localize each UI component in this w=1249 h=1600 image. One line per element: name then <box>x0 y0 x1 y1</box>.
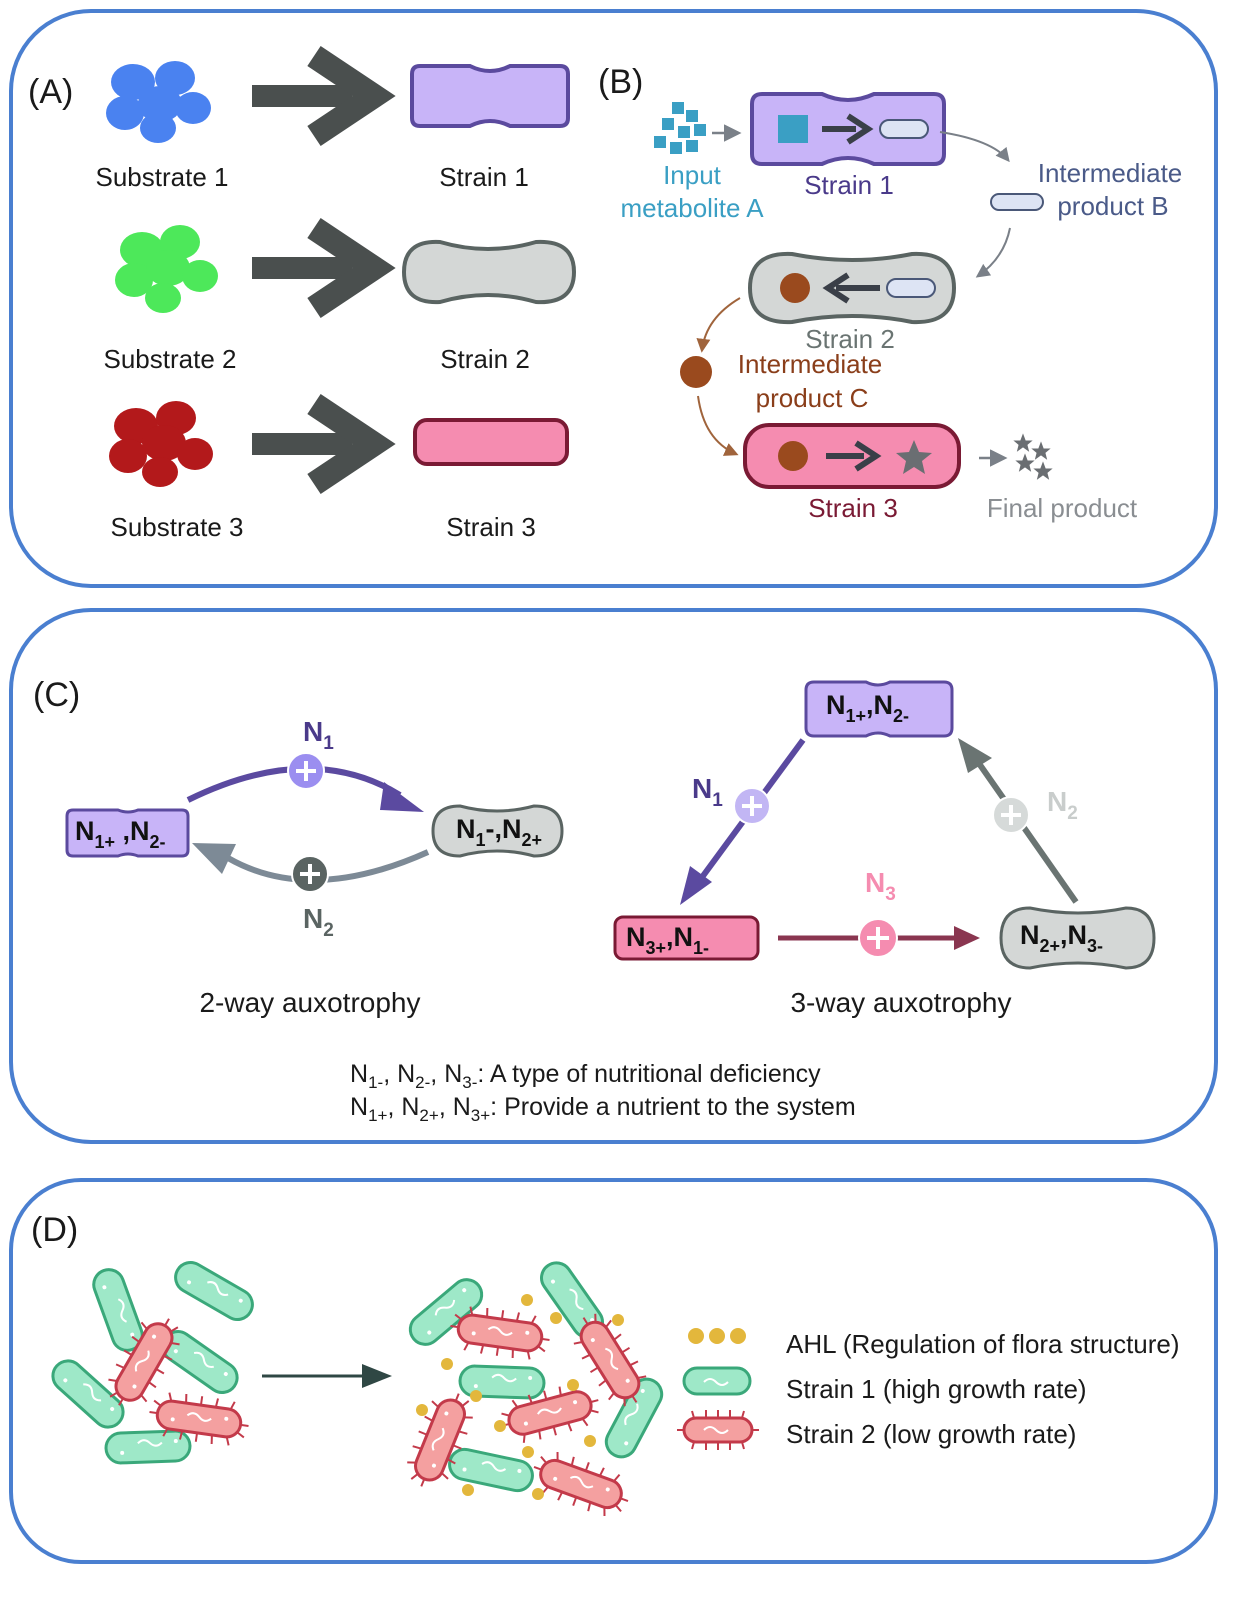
three-way-left-box <box>613 915 760 961</box>
arrow-substrate-1-to-strain-1 <box>252 56 374 136</box>
d-legend-ahl-icon <box>688 1328 746 1344</box>
two-way-n1-label: N1 <box>303 716 334 754</box>
two-way-right-box <box>431 804 564 858</box>
two-way-left-box <box>65 808 190 858</box>
three-way-n2-plus-sign <box>1001 805 1021 825</box>
product-b-label-line2: product B <box>1057 191 1168 221</box>
b-strain-3-product-c-dot <box>778 441 808 471</box>
three-way-n2-arrowhead <box>958 738 992 773</box>
substrate-2-cluster <box>115 225 218 313</box>
d-legend-strain-1-detail <box>703 1378 729 1386</box>
b-strain-2-arrow-head <box>822 272 850 304</box>
right-green-bacterium <box>445 1445 537 1495</box>
three-way-top-box-text: N1+,N2- <box>826 690 909 726</box>
two-way-caption: 2-way auxotrophy <box>199 987 420 1018</box>
three-way-caption: 3-way auxotrophy <box>790 987 1011 1018</box>
two-way-n2-plus-sign <box>300 864 320 884</box>
two-way-n2-arrowhead <box>192 843 236 874</box>
panel-d-frame <box>9 1178 1218 1564</box>
d-legend-strain-2-label: Strain 2 (low growth rate) <box>786 1419 1076 1449</box>
panel-d-label: (D) <box>31 1211 78 1249</box>
strain-3-cell <box>413 418 569 466</box>
arrow-strain-2-to-product-c <box>696 297 741 353</box>
substrate-1-cluster <box>106 61 211 143</box>
three-way-n2-label: N2 <box>1047 786 1078 824</box>
final-product-stars <box>1010 430 1056 483</box>
three-way-left-box-text: N3+,N1- <box>626 922 709 958</box>
strain-1-cell <box>410 64 570 128</box>
d-legend-ahl-label: AHL (Regulation of flora structure) <box>786 1329 1180 1359</box>
two-way-n2-label: N2 <box>303 903 334 941</box>
d-legend-strain-2-icon <box>677 1410 759 1450</box>
input-label-line2: metabolite A <box>620 193 764 223</box>
three-way-top-box <box>804 680 954 738</box>
two-way-n1-plus-sign <box>296 761 316 781</box>
substrate-1-label: Substrate 1 <box>96 162 229 192</box>
arrow-substrate-3-to-strain-3 <box>252 404 374 484</box>
panel-a-label: (A) <box>28 73 73 111</box>
final-product-label: Final product <box>987 493 1138 523</box>
panel-a-b-frame <box>9 9 1218 588</box>
three-way-n3-plus-sign <box>867 927 889 949</box>
b-strain-2-label: Strain 2 <box>805 324 895 354</box>
three-way-n1-arrowhead <box>680 866 712 905</box>
arrow-substrate-2-to-strain-2 <box>252 228 374 308</box>
two-way-left-box-text: N1+ ,N2- <box>75 816 166 852</box>
product-b-label-line1: Intermediate <box>1038 158 1183 188</box>
strain-1-label: Strain 1 <box>439 162 529 192</box>
d-legend-strain-1-label: Strain 1 (high growth rate) <box>786 1374 1087 1404</box>
intermediate-product-b-icon <box>990 193 1044 211</box>
input-metabolite-cubes <box>654 102 706 154</box>
panel-c-label: (C) <box>33 676 80 714</box>
arrow-product-b-to-strain-2 <box>975 227 1011 278</box>
b-strain-2-product-b <box>886 278 936 298</box>
panel-b-label: (B) <box>598 63 643 101</box>
initial-population <box>45 1255 260 1465</box>
b-strain-1-label: Strain 1 <box>804 170 894 200</box>
b-strain-3-label: Strain 3 <box>808 493 898 523</box>
substrate-2-label: Substrate 2 <box>104 344 237 374</box>
product-c-label-line2: product C <box>756 383 869 413</box>
three-way-n3-label: N3 <box>865 867 896 905</box>
left-green-bacterium <box>168 1255 260 1327</box>
panel-c-frame <box>9 608 1218 1144</box>
strain-3-label: Strain 3 <box>446 512 536 542</box>
intermediate-product-c-icon <box>680 356 712 388</box>
three-way-n3-arrowhead <box>954 926 980 950</box>
strain-2-cell <box>401 239 577 305</box>
three-way-right-box <box>999 906 1156 970</box>
c-legend-line-1: N1-, N2-, N3-: A type of nutritional def… <box>350 1060 821 1092</box>
b-strain-1-substrate-square <box>778 115 808 143</box>
three-way-right-box-text: N2+,N3- <box>1020 920 1103 956</box>
c-legend-line-2: N1+, N2+, N3+: Provide a nutrient to the… <box>350 1093 856 1125</box>
input-label-line1: Input <box>663 160 722 190</box>
strain-2-label: Strain 2 <box>440 344 530 374</box>
b-strain-1-product-b <box>879 119 929 139</box>
b-strain-3-arrow-head <box>854 440 882 472</box>
arrow-product-c-to-strain-3 <box>697 395 739 456</box>
d-legend-strain-1-icon <box>682 1366 752 1396</box>
two-way-n1-arrowhead <box>380 782 424 812</box>
final-population <box>398 1255 669 1525</box>
b-strain-3-star <box>896 440 932 474</box>
two-way-right-box-text: N1-,N2+ <box>456 814 542 850</box>
substrate-3-cluster <box>109 401 213 487</box>
b-strain-1-arrow-head <box>846 113 874 145</box>
ahl-molecules <box>416 1294 624 1500</box>
b-strain-2-product-c-dot <box>780 273 810 303</box>
product-c-label-line1: Intermediate <box>738 349 883 379</box>
three-way-n1-plus-sign <box>742 796 762 816</box>
three-way-n1-label: N1 <box>692 773 723 811</box>
arrow-strain-1-to-product-b <box>939 131 1010 163</box>
substrate-3-label: Substrate 3 <box>111 512 244 542</box>
d-transition-arrowhead <box>362 1364 392 1388</box>
three-way-n2-arrow <box>975 760 1079 904</box>
left-green-bacterium <box>104 1429 192 1465</box>
